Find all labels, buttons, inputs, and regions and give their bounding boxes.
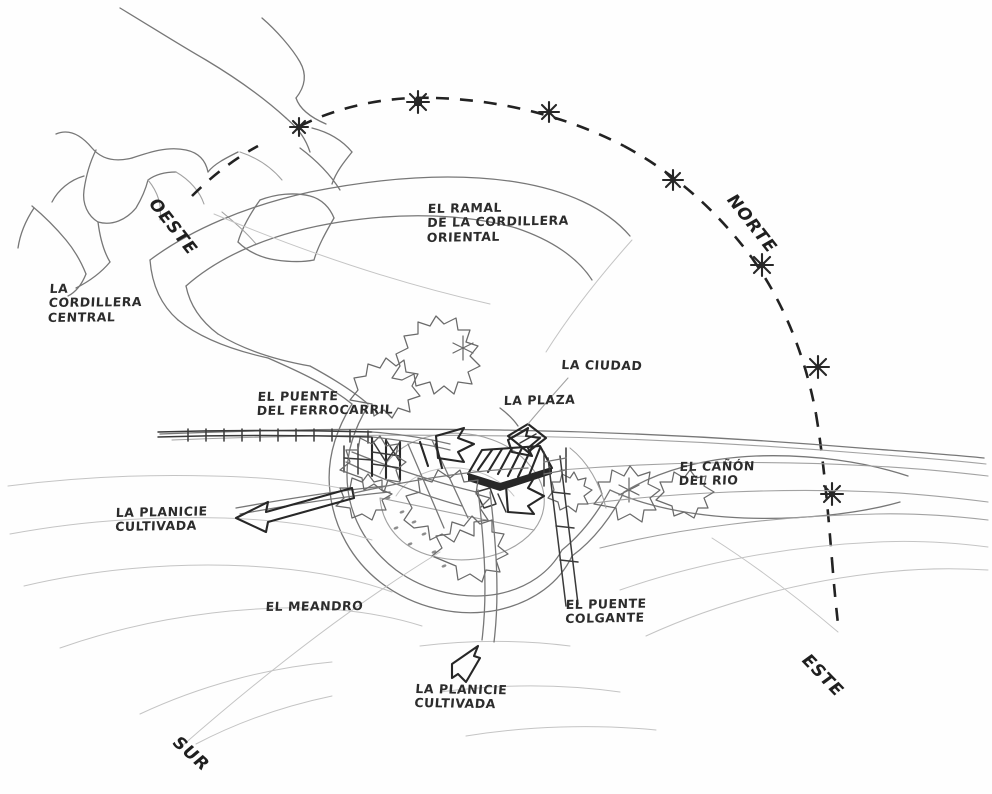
river-valley-contours bbox=[149, 176, 631, 405]
star-icon bbox=[288, 116, 310, 138]
cordillera-central-ridges bbox=[17, 7, 353, 297]
label-la-plaza: LA PLAZA bbox=[503, 391, 576, 408]
label-canon-del-rio: EL CAÑÓN DEL RIO bbox=[678, 458, 756, 489]
star-icon bbox=[749, 252, 775, 278]
railway-ties bbox=[187, 428, 369, 444]
suspension-bridge bbox=[543, 447, 607, 607]
star-icon bbox=[805, 354, 831, 380]
label-cordillera-central: LA CORDILLERA CENTRAL bbox=[47, 280, 143, 325]
sandbar-speckles bbox=[385, 496, 447, 568]
perspective-guidelines bbox=[181, 213, 839, 747]
star-icon bbox=[537, 100, 561, 124]
star-icon bbox=[661, 168, 685, 192]
label-puente-colgante: EL PUENTE COLGANTE bbox=[565, 595, 647, 627]
label-puente-ferrocarril: EL PUENTE DEL FERROCARRIL bbox=[256, 388, 394, 419]
star-icon bbox=[819, 481, 845, 507]
arrow-railbridge bbox=[434, 426, 476, 464]
arrow-plaza bbox=[504, 476, 546, 516]
star-markers bbox=[288, 89, 845, 507]
label-la-ciudad: LA CIUDAD bbox=[560, 357, 643, 374]
cultivated-plain-contours bbox=[7, 475, 657, 745]
direction-arrows bbox=[234, 377, 569, 684]
label-planicie-cultivada-sur: LA PLANICIE CULTIVADA bbox=[413, 681, 508, 712]
star-icon bbox=[452, 335, 474, 361]
arrow-plaza-upper bbox=[506, 426, 542, 458]
label-el-meandro: EL MEANDRO bbox=[265, 597, 364, 614]
star-icon bbox=[405, 89, 431, 115]
label-planicie-cultivada-oeste: LA PLANICIE CULTIVADA bbox=[115, 503, 208, 535]
rail-and-road-corridor bbox=[157, 428, 477, 529]
river-south-branch bbox=[477, 489, 498, 643]
arrow-west bbox=[234, 467, 529, 534]
label-ramal-cordillera-oriental: EL RAMAL DE LA CORDILLERA ORIENTAL bbox=[426, 199, 570, 245]
river-meander-loop bbox=[328, 403, 909, 614]
dashed-boundary-arc bbox=[191, 96, 840, 625]
arrow-south bbox=[450, 644, 482, 684]
